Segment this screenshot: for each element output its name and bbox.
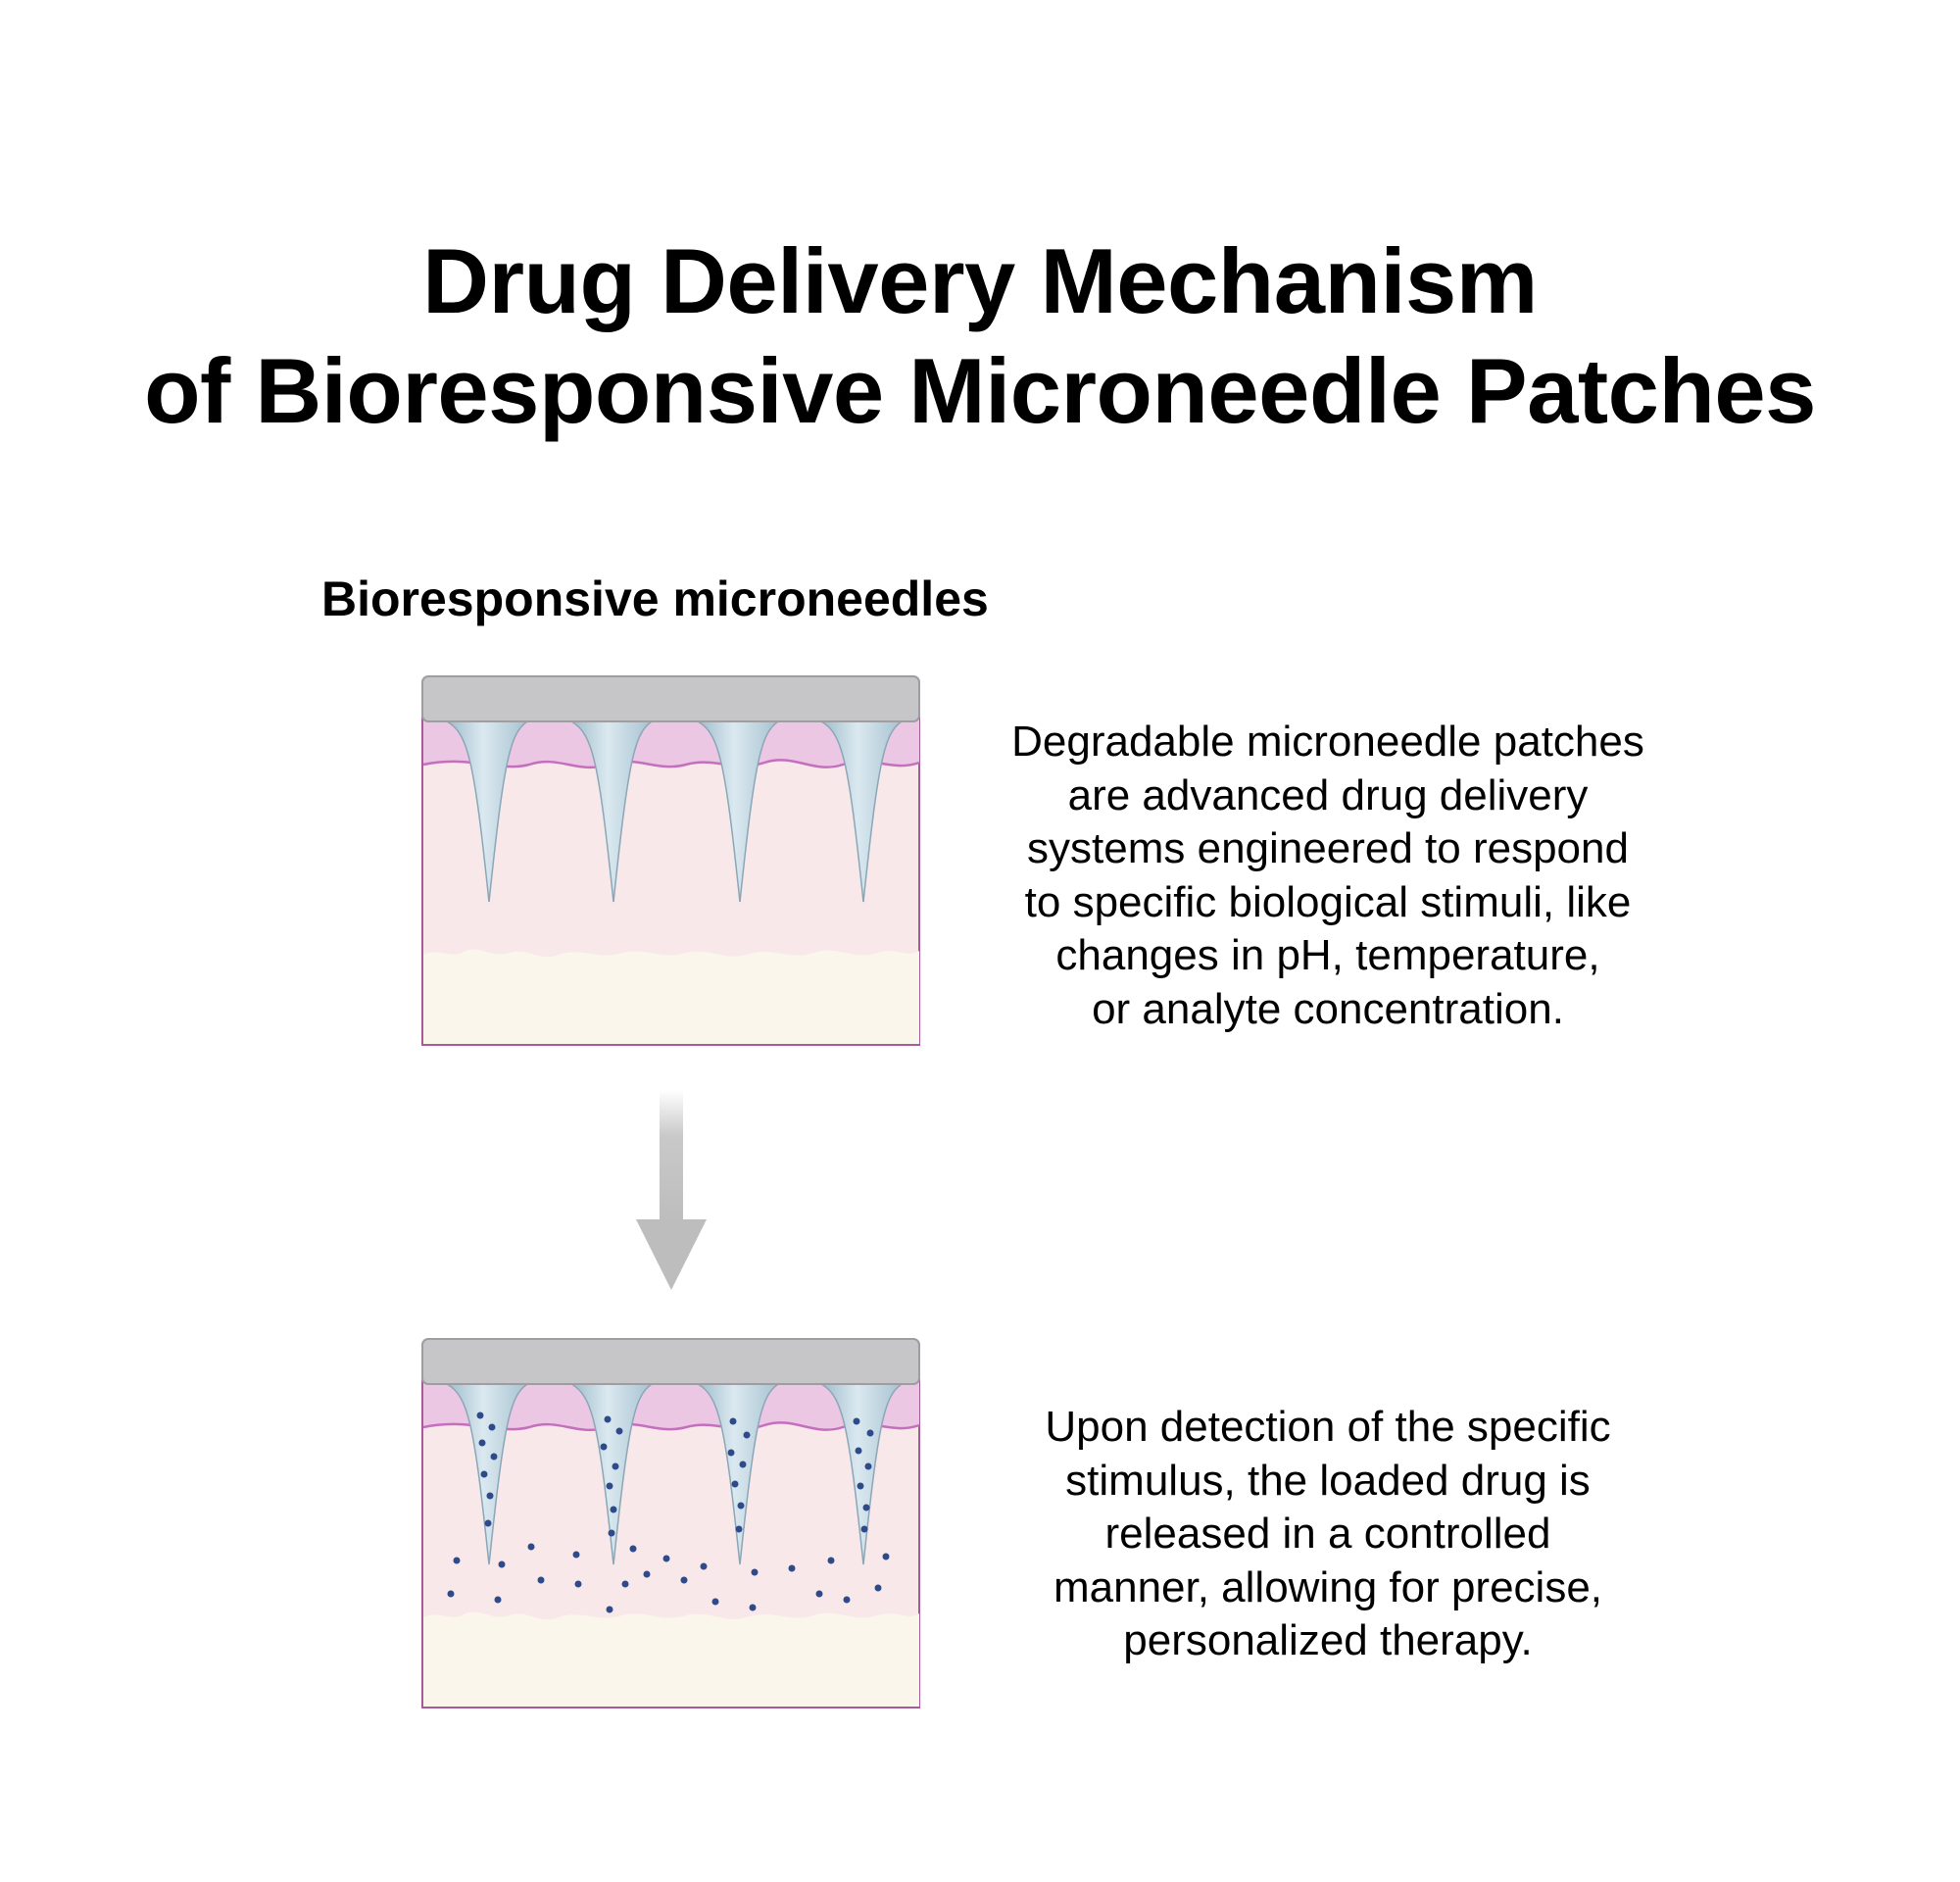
section-heading: Bioresponsive microneedles [321, 571, 989, 626]
epidermis-layer [423, 718, 919, 768]
microneedle [446, 720, 530, 903]
description-line: changes in pH, temperature, [1055, 931, 1600, 979]
title-line-2: of Bioresponsive Microneedle Patches [144, 338, 1816, 442]
microneedle-patch-releasing [421, 1337, 921, 1709]
skin-cross-section-2 [421, 1338, 920, 1709]
description-line: systems engineered to respond [1027, 824, 1629, 872]
description-line: are advanced drug delivery [1067, 770, 1589, 819]
description-line: personalized therapy. [1123, 1616, 1533, 1664]
hypodermis-layer [423, 1611, 919, 1707]
patch-backing [421, 675, 920, 722]
drug-particles [447, 1412, 890, 1613]
patch-backing [421, 1338, 920, 1385]
description-intact: Degradable microneedle patches are advan… [975, 716, 1681, 1036]
description-line: or analyte concentration. [1092, 984, 1564, 1033]
microneedle [697, 1383, 781, 1565]
microneedle [697, 720, 781, 903]
page-title: Drug Delivery Mechanism of Bioresponsive… [0, 226, 1960, 446]
down-arrow-icon [634, 1090, 709, 1292]
microneedle [570, 720, 655, 903]
description-line: stimulus, the loaded drug is [1065, 1456, 1591, 1505]
microneedle-patch-intact [421, 674, 921, 1047]
microneedle [820, 720, 905, 903]
skin-cross-section-1 [421, 675, 920, 1046]
description-line: released in a controlled [1104, 1510, 1551, 1558]
description-line: manner, allowing for precise, [1053, 1562, 1603, 1611]
description-line: to specific biological stimuli, like [1024, 877, 1632, 926]
hypodermis-layer [423, 949, 919, 1044]
description-line: Upon detection of the specific [1045, 1403, 1611, 1451]
description-release: Upon detection of the specific stimulus,… [975, 1401, 1681, 1668]
title-line-1: Drug Delivery Mechanism [422, 228, 1538, 332]
microneedle [570, 1383, 655, 1565]
microneedle [820, 1383, 905, 1565]
epidermis-layer [423, 1380, 919, 1430]
description-line: Degradable microneedle patches [1011, 718, 1644, 766]
